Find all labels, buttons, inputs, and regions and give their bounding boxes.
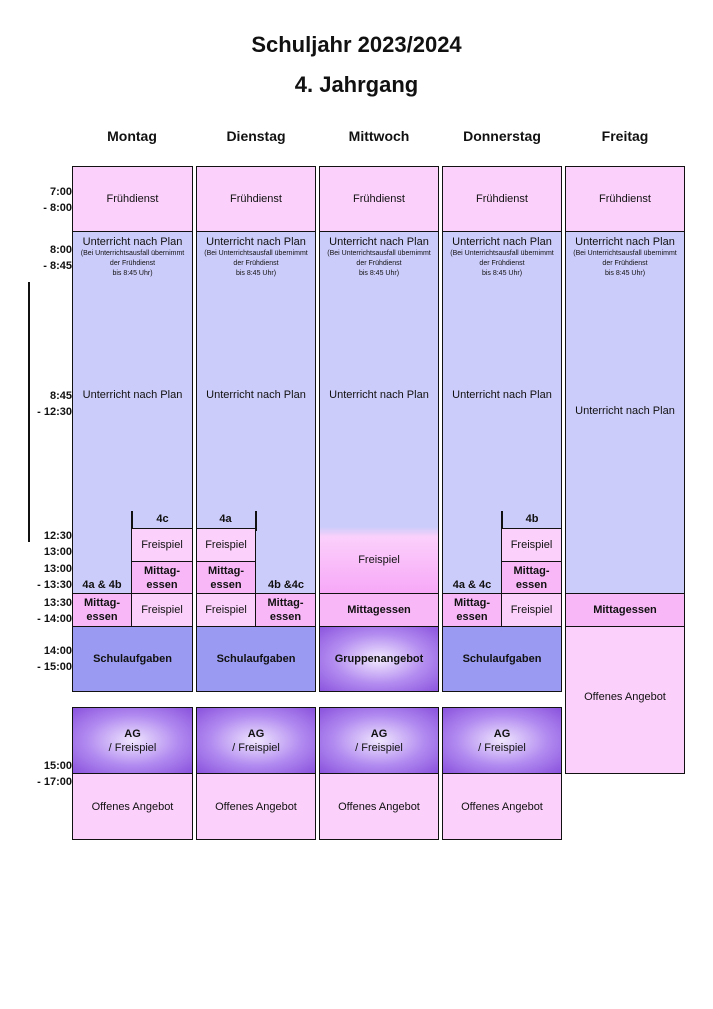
dienstag-group-right: 4b &4c	[267, 579, 305, 591]
page-title: Schuljahr 2023/2024	[251, 32, 462, 57]
freitag-fruehdienst: Frühdienst	[565, 166, 685, 232]
donnerstag-mittagessen-right: Mittag-essen	[501, 561, 562, 595]
donnerstag-split-line	[501, 511, 503, 531]
freitag-mittagessen: Mittagessen	[565, 593, 685, 627]
day-header-montag: Montag	[107, 128, 157, 144]
time-label-1300: 13:00- 13:30	[37, 563, 72, 591]
donnerstag-group-left: 4a & 4c	[452, 579, 492, 591]
montag-ag: AG/ Freispiel	[72, 707, 193, 774]
time-label-1500: 15:00- 17:00	[37, 760, 72, 788]
time-label-1330: 13:30- 14:00	[37, 597, 72, 625]
dienstag-group-left: 4a	[219, 513, 232, 525]
dienstag-mittagessen-left: Mittag-essen	[196, 561, 256, 595]
montag-split-line	[131, 511, 133, 531]
time-label-0845: 8:45- 12:30	[37, 390, 72, 418]
page-subtitle: 4. Jahrgang	[294, 72, 419, 97]
time-label-0800: 8:00- 8:45	[43, 244, 72, 272]
donnerstag-mittagessen-left: Mittag-essen	[442, 593, 502, 627]
day-header-freitag: Freitag	[601, 128, 649, 144]
montag-group-right: 4c	[156, 513, 169, 525]
mittwoch-unterricht: Unterricht nach Plan (Bei Unterrichtsaus…	[319, 231, 439, 529]
montag-offenes-angebot: Offenes Angebot	[72, 773, 193, 840]
mittwoch-gruppenangebot: Gruppenangebot	[319, 626, 439, 692]
montag-mittagessen-left: Mittag-essen	[72, 593, 132, 627]
dienstag-freispiel: Freispiel	[196, 528, 256, 562]
montag-freispiel: Freispiel	[131, 528, 193, 562]
freitag-offenes-angebot: Offenes Angebot	[565, 626, 685, 774]
mittwoch-mittagessen: Mittagessen	[319, 593, 439, 627]
dienstag-offenes-angebot: Offenes Angebot	[196, 773, 316, 840]
time-label-1400: 14:00- 15:00	[37, 645, 72, 673]
dienstag-ag: AG/ Freispiel	[196, 707, 316, 774]
dienstag-freispiel-2: Freispiel	[196, 593, 256, 627]
montag-group-left: 4a & 4b	[82, 579, 122, 591]
donnerstag-offenes-angebot: Offenes Angebot	[442, 773, 562, 840]
mittwoch-freispiel: Freispiel	[319, 527, 439, 594]
montag-fruehdienst: Frühdienst	[72, 166, 193, 232]
dienstag-mittagessen-right: Mittag-essen	[255, 593, 316, 627]
day-header-dienstag: Dienstag	[226, 128, 286, 144]
mittwoch-fruehdienst: Frühdienst	[319, 166, 439, 232]
donnerstag-fruehdienst: Frühdienst	[442, 166, 562, 232]
mittwoch-ag: AG/ Freispiel	[319, 707, 439, 774]
montag-freispiel-2: Freispiel	[131, 593, 193, 627]
donnerstag-freispiel: Freispiel	[501, 528, 562, 562]
time-label-0700: 7:00- 8:00	[43, 186, 72, 214]
day-header-mittwoch: Mittwoch	[348, 128, 410, 144]
donnerstag-schulaufgaben: Schulaufgaben	[442, 626, 562, 692]
montag-schulaufgaben: Schulaufgaben	[72, 626, 193, 692]
donnerstag-ag: AG/ Freispiel	[442, 707, 562, 774]
time-bracket-line	[28, 282, 30, 542]
day-header-donnerstag: Donnerstag	[463, 128, 541, 144]
dienstag-fruehdienst: Frühdienst	[196, 166, 316, 232]
donnerstag-freispiel-2: Freispiel	[501, 593, 562, 627]
dienstag-schulaufgaben: Schulaufgaben	[196, 626, 316, 692]
dienstag-split-line	[255, 511, 257, 531]
montag-mittagessen-right: Mittag-essen	[131, 561, 193, 595]
donnerstag-group-right: 4b	[525, 513, 539, 525]
mittwoch-offenes-angebot: Offenes Angebot	[319, 773, 439, 840]
freitag-unterricht: Unterricht nach Plan (Bei Unterrichtsaus…	[565, 231, 685, 594]
